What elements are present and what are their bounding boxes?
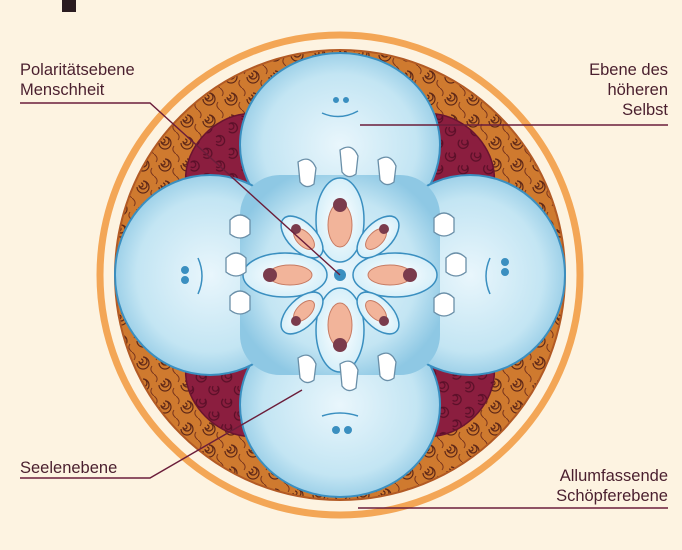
label-polarity-line2: Menschheit (20, 80, 135, 100)
label-higher-self-line3: Selbst (589, 100, 668, 120)
label-creator-line1: Allumfassende (556, 466, 668, 486)
label-creator-line2: Schöpferebene (556, 486, 668, 506)
label-higher-self-line2: höheren (589, 80, 668, 100)
label-higher-self-line1: Ebene des (589, 60, 668, 80)
label-soul-plane: Seelenebene (20, 458, 117, 478)
label-polarity-line1: Polaritätsebene (20, 60, 135, 80)
label-polarity-plane: Polaritätsebene Menschheit (20, 60, 135, 100)
label-higher-self-plane: Ebene des höheren Selbst (589, 60, 668, 120)
label-creator-plane: Allumfassende Schöpferebene (556, 466, 668, 506)
label-soul-line1: Seelenebene (20, 458, 117, 478)
